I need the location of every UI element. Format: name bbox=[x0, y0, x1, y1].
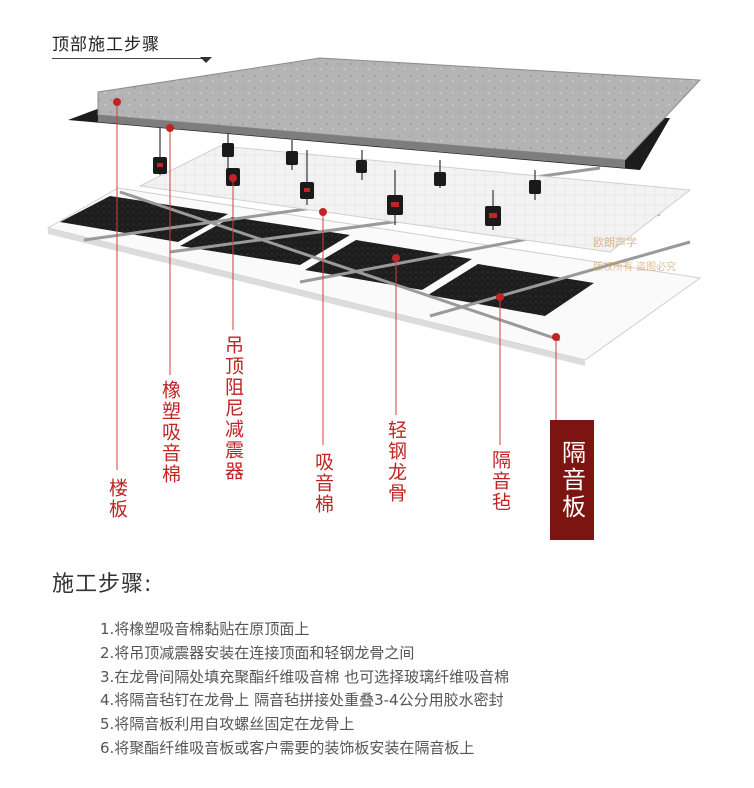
damper-icons bbox=[153, 143, 541, 226]
ceiling-layers-diagram bbox=[46, 57, 702, 470]
absorb-layer bbox=[138, 145, 692, 253]
label-absorb: 吸音棉 bbox=[312, 452, 334, 515]
label-damper: 吊顶阻尼减震器 bbox=[222, 335, 244, 482]
label-floor: 楼板 bbox=[106, 478, 128, 520]
step-item: 4.将隔音毡钉在龙骨上 隔音毡拼接处重叠3-4公分用胶水密封 bbox=[100, 691, 504, 710]
header-arrow-icon bbox=[200, 57, 212, 63]
header-title: 顶部施工步骤 bbox=[52, 35, 160, 55]
label-keel: 轻钢龙骨 bbox=[385, 420, 407, 504]
header-rule bbox=[52, 58, 208, 59]
concrete-slab bbox=[97, 57, 702, 161]
step-item: 2.将吊顶减震器安装在连接顶面和轻钢龙骨之间 bbox=[100, 643, 415, 662]
step-item: 3.在龙骨间隔处填充聚酯纤维吸音棉 也可选择玻璃纤维吸音棉 bbox=[100, 667, 510, 686]
steps-list: 1.将橡塑吸音棉黏贴在原顶面上 2.将吊顶减震器安装在连接顶面和轻钢龙骨之间 3… bbox=[100, 618, 509, 761]
label-board: 隔音板 bbox=[557, 439, 586, 521]
leader-lines bbox=[116, 102, 557, 470]
watermark-brand: 欧朗声学 bbox=[593, 236, 637, 249]
label-felt: 隔音毡 bbox=[489, 450, 511, 513]
step-item: 1.将橡塑吸音棉黏贴在原顶面上 bbox=[100, 620, 310, 638]
label-board-box: 隔音板 bbox=[550, 420, 594, 540]
step-item: 5.将隔音板利用自攻螺丝固定在龙骨上 bbox=[100, 715, 355, 734]
steps-title: 施工步骤: bbox=[52, 572, 153, 597]
step-item: 6.将聚酯纤维吸音板或客户需要的装饰板安装在隔音板上 bbox=[100, 738, 475, 757]
watermark-notice: 版权所有 盗图必究 bbox=[593, 262, 677, 273]
leader-dots bbox=[113, 98, 560, 341]
label-foam: 橡塑吸音棉 bbox=[159, 380, 181, 485]
